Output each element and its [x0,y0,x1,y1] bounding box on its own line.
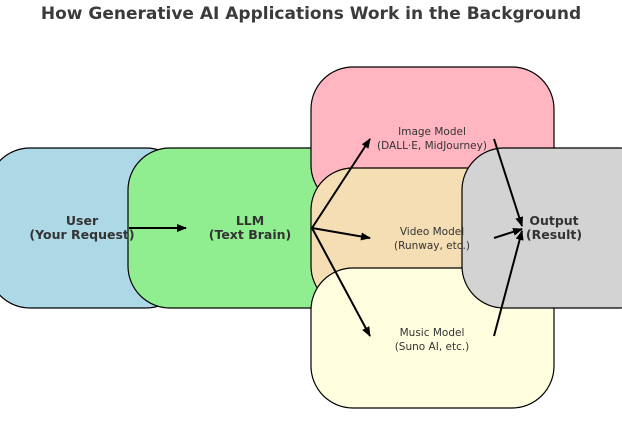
node-output-label: Output (Result) [504,214,604,242]
node-music-title: Music Model [399,327,465,339]
node-output-title: Output [529,213,579,228]
node-llm-label: LLM (Text Brain) [190,214,310,242]
edge-music-output [493,230,524,337]
node-llm-subtitle: (Text Brain) [208,227,292,242]
edge-llm-video [311,227,371,241]
edge-llm-image [311,138,371,229]
edge-image-output [493,138,524,227]
node-user-title: User [65,213,99,228]
node-image-label: Image Model (DALL·E, MidJourney) [362,125,502,153]
node-image-subtitle: (DALL·E, MidJourney) [377,140,487,152]
node-user-subtitle: (Your Request) [29,227,135,242]
node-music-label: Music Model (Suno AI, etc.) [362,326,502,354]
node-llm-title: LLM [235,213,265,228]
node-image-title: Image Model [398,126,466,138]
node-music-subtitle: (Suno AI, etc.) [394,341,470,353]
edge-llm-music [311,227,371,337]
node-output-box [461,147,622,309]
node-video-title: Video Model [399,226,465,238]
node-user-label: User (Your Request) [22,214,142,242]
diagram-title: How Generative AI Applications Work in t… [40,4,582,24]
node-output-subtitle: (Result) [525,227,583,242]
node-video-subtitle: (Runway, etc.) [394,240,470,252]
node-video-label: Video Model (Runway, etc.) [362,225,502,253]
